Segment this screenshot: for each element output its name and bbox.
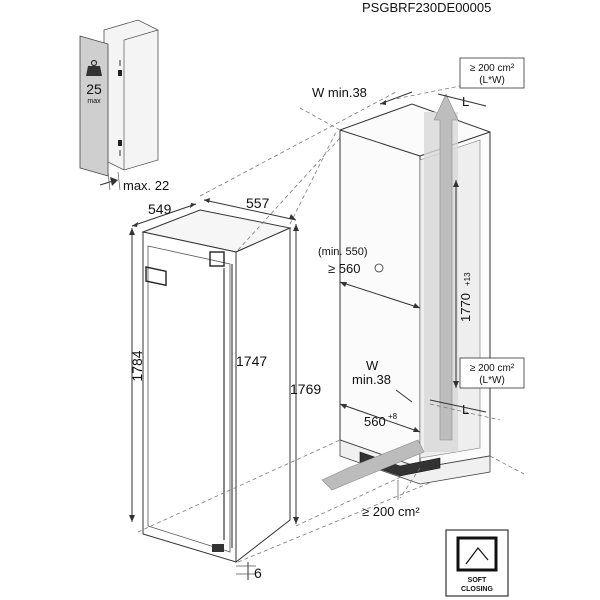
niche-height-tolerance: +13 [463,272,472,286]
soft-closing-line1: SOFT [468,577,487,584]
niche-l-bottom-label: L [462,402,469,417]
appliance-height-inner-label: 1747 [236,353,267,369]
appliance-width-label: 557 [246,195,270,211]
niche-depth-min-paren: (min. 550) [318,246,368,258]
niche-w-bottom-1: W [366,358,379,373]
door-weight-unit: max [87,98,101,105]
niche-drawing: W min.38 L ≥ 200 cm² (L*W) (min. 550) ≥ … [299,57,525,519]
soft-closing-icon [456,536,498,572]
niche-width-tolerance: +8 [388,412,398,421]
soft-closing-line2: CLOSING [461,586,493,593]
vent-top-box [459,57,525,89]
gap-label: max. 22 [123,178,169,193]
weight-icon [86,59,102,76]
appliance-height-total-label: 1784 [129,350,145,381]
niche-l-top-label: L [462,94,469,109]
vent-mid-box [459,357,525,389]
soft-closing-badge: SOFT CLOSING [445,529,509,597]
vent-top-label: ≥ 200 cm² [470,63,515,74]
appliance-height-side-label: 1769 [290,381,321,397]
vent-bottom-label: ≥ 200 cm² [362,504,420,519]
vent-mid-sub: (L*W) [479,375,505,386]
niche-w-top-label: W min.38 [312,85,367,100]
document-code: PSGBRF230DE00005 [362,0,491,15]
appliance-drawing: 549 557 1784 1747 1769 6 [129,195,321,581]
vent-mid-label: ≥ 200 cm² [470,363,515,374]
niche-height-label: 1770 [458,293,473,322]
door-sketch: 25 max max. 22 [79,19,169,193]
niche-w-bottom-2: min.38 [352,372,391,387]
door-weight-value: 25 [86,81,102,97]
vent-top-sub: (L*W) [479,75,505,86]
bottom-gap-label: 6 [254,565,262,581]
appliance-depth-label: 549 [148,201,172,217]
niche-width-label: 560 [364,414,386,429]
niche-depth-min: ≥ 560 [328,261,360,276]
depth-detail-icon [374,263,384,273]
